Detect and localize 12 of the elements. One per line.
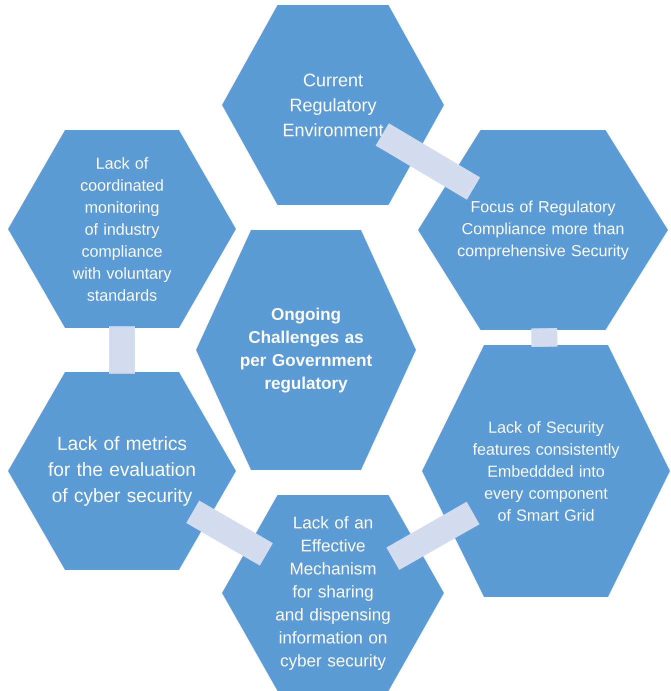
hexagon: Lack of Security features consistently Embeddded into every component of Smart Grid <box>422 345 670 597</box>
connector-band <box>186 500 273 566</box>
connector-band <box>531 328 558 347</box>
connector-band <box>109 326 135 374</box>
node-label: Ongoing Challenges as per Government regulatory <box>240 308 372 392</box>
hexagon: Lack of an Effective Mechanism for sharing and dispensing information on cyber security <box>222 495 444 691</box>
hexagon: Focus of Regulatory Compliance more than comprehensive Security <box>418 130 668 330</box>
hexagon: Lack of metrics for the evaluation of cyber security <box>8 372 236 570</box>
hexagon: Ongoing Challenges as per Government regulatory <box>196 230 416 470</box>
connector-band <box>376 123 480 200</box>
hexagon: Current Regulatory Environment <box>222 5 444 205</box>
hexagon: Lack of coordinated monitoring of industry compliance with voluntary standards <box>8 130 236 328</box>
